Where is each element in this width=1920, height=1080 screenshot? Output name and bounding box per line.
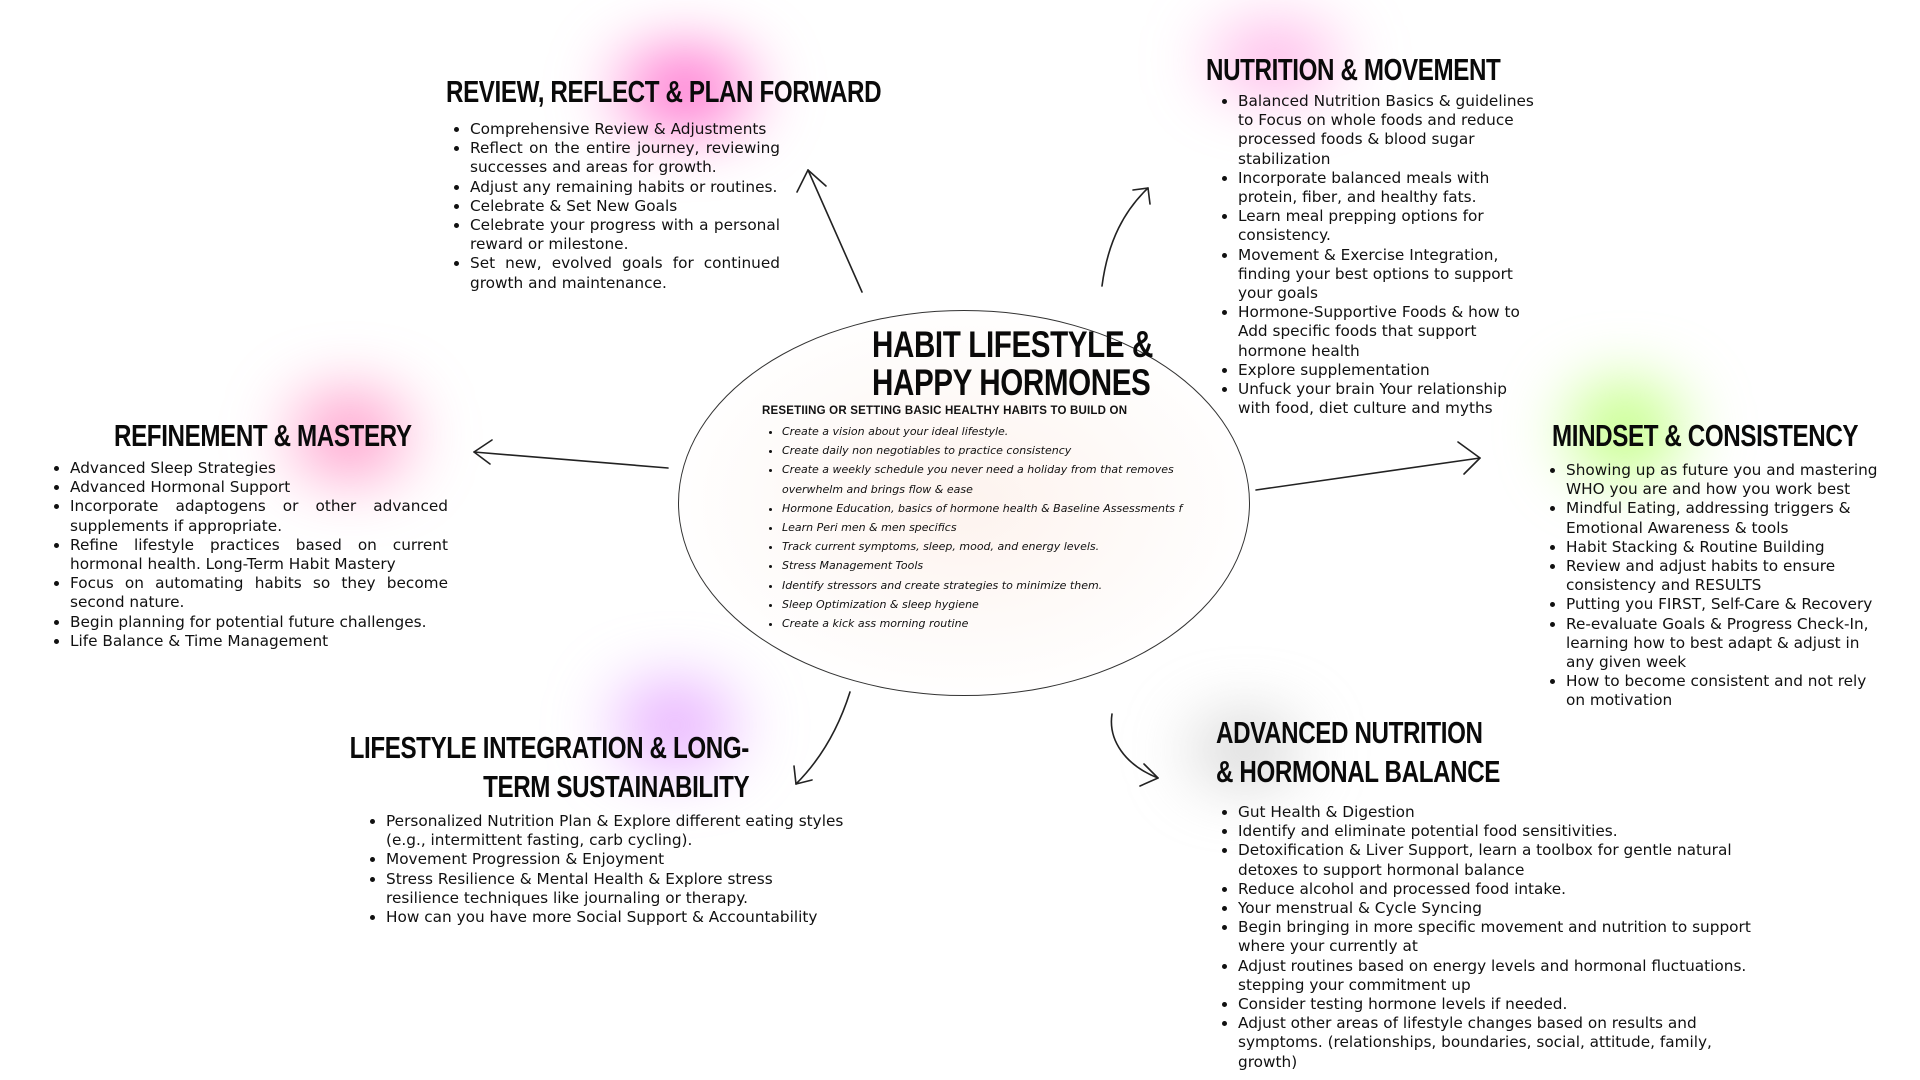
advanced-title-line1: ADVANCED NUTRITION (1216, 715, 1483, 750)
list-item: Incorporate adaptogens or other advanced… (70, 497, 448, 535)
list-item: Reduce alcohol and processed food intake… (1238, 880, 1768, 899)
lifestyle-items: Personalized Nutrition Plan & Explore di… (364, 812, 846, 927)
list-item: Learn Peri men & men specifics (782, 518, 1218, 537)
nutrition-section: NUTRITION & MOVEMENT Balanced Nutrition … (1206, 50, 1546, 418)
advanced-title-line2: & HORMONAL BALANCE (1216, 754, 1501, 789)
list-item: Sleep Optimization & sleep hygiene (782, 595, 1218, 614)
arrow-to-lifestyle-head (793, 765, 813, 785)
center-title-line2: HAPPY HORMONES (872, 362, 1151, 403)
lifestyle-title-line1: LIFESTYLE INTEGRATION & LONG- (349, 730, 750, 765)
list-item: Advanced Sleep Strategies (70, 459, 448, 478)
list-item: Adjust any remaining habits or routines. (470, 178, 780, 197)
list-item: Identify stressors and create strategies… (782, 576, 1218, 595)
list-item: Create a weekly schedule you never need … (782, 460, 1187, 498)
center-items: Create a vision about your ideal lifesty… (768, 422, 1218, 633)
list-item: Personalized Nutrition Plan & Explore di… (386, 812, 846, 850)
list-item: Reflect on the entire journey, reviewing… (470, 139, 780, 177)
mindset-title: MINDSET & CONSISTENCY (1552, 418, 1859, 453)
list-item: Adjust routines based on energy levels a… (1238, 957, 1768, 995)
list-item: Your menstrual & Cycle Syncing (1238, 899, 1768, 918)
arrow-to-mindset (1255, 457, 1481, 491)
list-item: Gut Health & Digestion (1238, 803, 1768, 822)
list-item: Adjust other areas of lifestyle changes … (1238, 1014, 1768, 1072)
list-item: Hormone-Supportive Foods & how to Add sp… (1238, 303, 1538, 361)
list-item: Movement Progression & Enjoyment (386, 850, 846, 869)
list-item: Begin planning for potential future chal… (70, 613, 448, 632)
center-list: Create a vision about your ideal lifesty… (768, 422, 1218, 633)
center-subtitle: RESETIING OR SETTING BASIC HEALTHY HABIT… (762, 405, 1128, 417)
list-item: Detoxification & Liver Support, learn a … (1238, 841, 1768, 879)
review-title: REVIEW, REFLECT & PLAN FORWARD (446, 74, 882, 109)
refinement-items: Advanced Sleep Strategies Advanced Hormo… (50, 459, 448, 651)
list-item: Focus on automating habits so they becom… (70, 574, 448, 612)
list-item: How to become consistent and not rely on… (1566, 672, 1886, 710)
list-item: Comprehensive Review & Adjustments (470, 120, 780, 139)
arrow-to-nutrition-head (1132, 187, 1151, 205)
arrow-to-refinement-head (473, 439, 493, 465)
center-ellipse (678, 310, 1250, 696)
list-item: Refine lifestyle practices based on curr… (70, 536, 448, 574)
review-items: Comprehensive Review & Adjustments Refle… (442, 120, 780, 293)
list-item: Review and adjust habits to ensure consi… (1566, 557, 1886, 595)
list-item: Advanced Hormonal Support (70, 478, 448, 497)
list-item: Movement & Exercise Integration, finding… (1238, 246, 1538, 304)
list-item: Hormone Education, basics of hormone hea… (782, 499, 1218, 518)
list-item: Stress Resilience & Mental Health & Expl… (386, 870, 846, 908)
list-item: Learn meal prepping options for consiste… (1238, 207, 1538, 245)
nutrition-title: NUTRITION & MOVEMENT (1206, 52, 1501, 87)
center-title-line1: HABIT LIFESTYLE & (872, 324, 1153, 365)
arrow-to-mindset-head (1457, 441, 1481, 475)
advanced-section: ADVANCED NUTRITION & HORMONAL BALANCE Gu… (1216, 713, 1776, 1072)
refinement-title: REFINEMENT & MASTERY (114, 418, 412, 453)
list-item: Track current symptoms, sleep, mood, and… (782, 537, 1218, 556)
advanced-items: Gut Health & Digestion Identify and elim… (1216, 803, 1768, 1072)
arrow-to-review-head (796, 169, 827, 193)
arrow-to-nutrition (1101, 187, 1149, 287)
review-section: REVIEW, REFLECT & PLAN FORWARD Comprehen… (442, 72, 882, 293)
arrow-to-advanced-head (1139, 763, 1159, 787)
lifestyle-title: LIFESTYLE INTEGRATION & LONG- TERM SUSTA… (350, 728, 750, 808)
nutrition-items: Balanced Nutrition Basics & guidelines t… (1206, 92, 1538, 418)
list-item: How can you have more Social Support & A… (386, 908, 846, 927)
arrow-to-review (807, 169, 863, 293)
list-item: Incorporate balanced meals with protein,… (1238, 169, 1538, 207)
list-item: Putting you FIRST, Self-Care & Recovery (1566, 595, 1886, 614)
list-item: Consider testing hormone levels if neede… (1238, 995, 1768, 1014)
list-item: Stress Management Tools (782, 556, 1218, 575)
arrow-to-advanced (1110, 713, 1159, 779)
list-item: Explore supplementation (1238, 361, 1538, 380)
list-item: Begin bringing in more specific movement… (1238, 918, 1768, 956)
list-item: Re-evaluate Goals & Progress Check-In, l… (1566, 615, 1886, 673)
mindset-items: Showing up as future you and mastering W… (1548, 461, 1886, 711)
arrow-to-lifestyle (795, 691, 851, 785)
list-item: Showing up as future you and mastering W… (1566, 461, 1886, 499)
list-item: Create a kick ass morning routine (782, 614, 1218, 633)
mindset-section: MINDSET & CONSISTENCY Showing up as futu… (1548, 416, 1888, 711)
arrow-to-refinement (473, 451, 669, 469)
list-item: Habit Stacking & Routine Building (1566, 538, 1886, 557)
list-item: Create a vision about your ideal lifesty… (782, 422, 1218, 441)
refinement-section: REFINEMENT & MASTERY Advanced Sleep Stra… (50, 416, 450, 651)
list-item: Life Balance & Time Management (70, 632, 448, 651)
lifestyle-section: LIFESTYLE INTEGRATION & LONG- TERM SUSTA… (350, 728, 846, 927)
list-item: Balanced Nutrition Basics & guidelines t… (1238, 92, 1538, 169)
lifestyle-title-line2: TERM SUSTAINABILITY (482, 769, 750, 804)
list-item: Mindful Eating, addressing triggers & Em… (1566, 499, 1886, 537)
list-item: Unfuck your brain Your relationship with… (1238, 380, 1538, 418)
list-item: Celebrate & Set New Goals (470, 197, 780, 216)
list-item: Identify and eliminate potential food se… (1238, 822, 1768, 841)
list-item: Create daily non negotiables to practice… (782, 441, 1218, 460)
list-item: Set new, evolved goals for continued gro… (470, 254, 780, 292)
list-item: Celebrate your progress with a personal … (470, 216, 780, 254)
center-title: HABIT LIFESTYLE & HAPPY HORMONES (845, 324, 1153, 403)
